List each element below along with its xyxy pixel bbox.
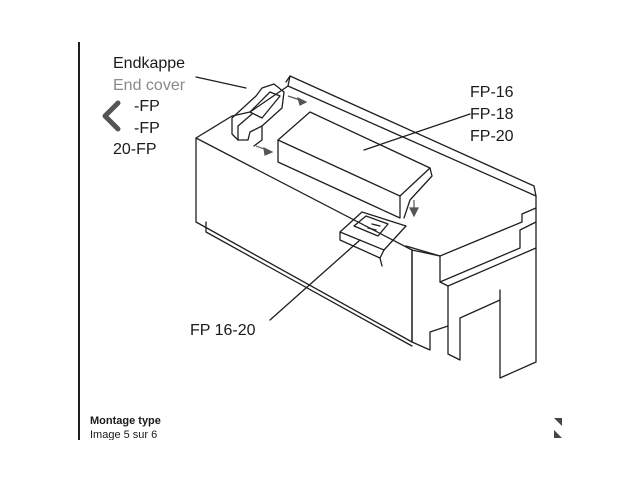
previous-image-button[interactable] — [96, 96, 126, 136]
label-end-cover: End cover — [113, 77, 186, 94]
label-fp-line-2: -FP — [134, 120, 160, 137]
label-fp-line-1: -FP — [134, 98, 160, 115]
label-fp-20: FP-20 — [470, 128, 514, 145]
caption-title: Montage type — [90, 415, 161, 427]
label-fp-18: FP-18 — [470, 106, 514, 123]
expand-button[interactable] — [550, 416, 566, 440]
label-fp-16-20: FP 16-20 — [190, 322, 256, 339]
image-caption: Montage type Image 5 sur 6 — [90, 414, 390, 440]
label-fp-line-3: 20-FP — [113, 141, 157, 158]
caption-subtitle: Image 5 sur 6 — [90, 429, 158, 440]
expand-icon — [554, 418, 562, 438]
label-endkappe: Endkappe — [113, 55, 186, 72]
viewer-left-border — [78, 42, 80, 440]
chevron-left-icon — [102, 100, 121, 132]
label-fp-16: FP-16 — [470, 84, 514, 101]
